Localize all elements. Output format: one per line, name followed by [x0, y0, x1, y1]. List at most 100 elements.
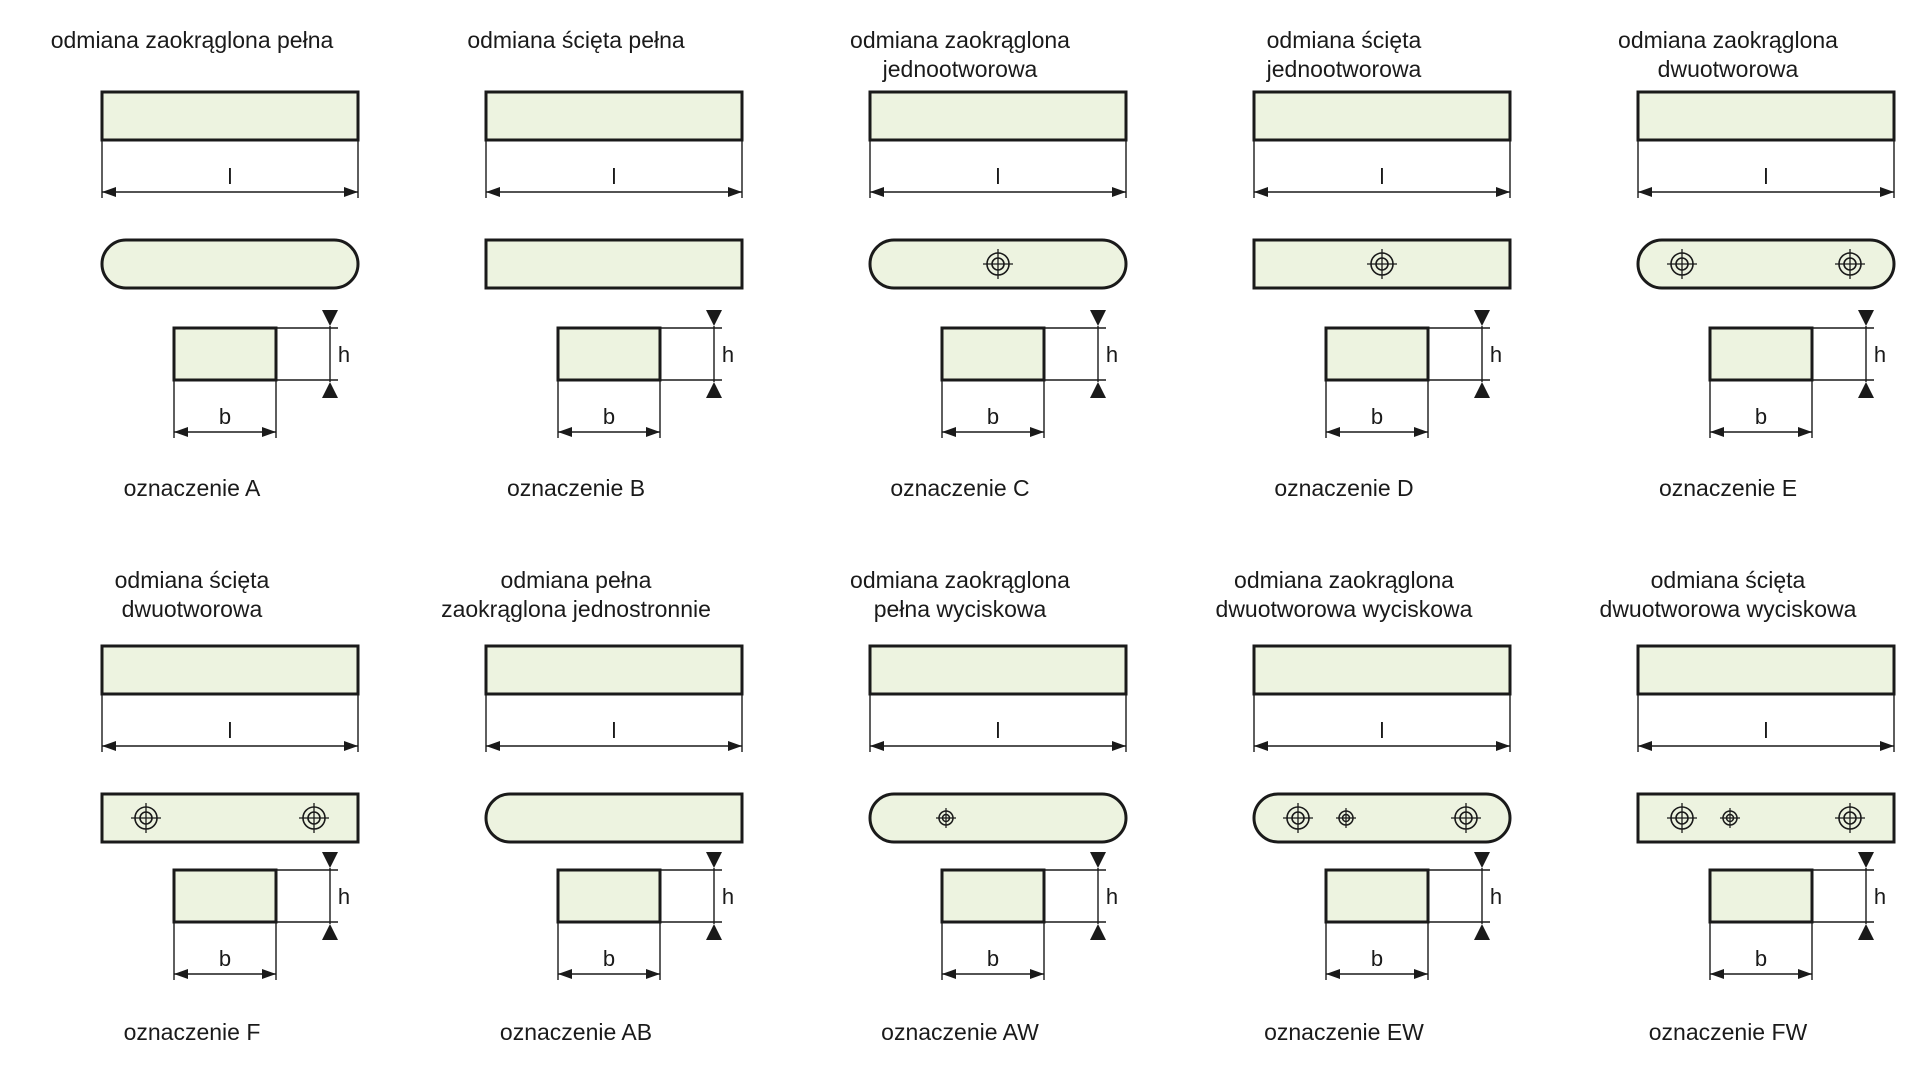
dimension-arrowhead [646, 427, 660, 437]
key-front-view [100, 644, 360, 696]
dimension-arrowhead [1326, 969, 1340, 979]
width-label: b [987, 946, 999, 971]
variant-designation: oznaczenie AB [499, 1019, 653, 1045]
variant-drawing: lhb [484, 90, 744, 438]
dimension-arrowhead [1858, 924, 1874, 940]
key-cross-section [1324, 868, 1430, 924]
key-top-view [1636, 238, 1896, 290]
dimension-arrowhead [1474, 852, 1490, 868]
height-label: h [722, 342, 734, 367]
variant-title: odmiana pełna zaokrąglona jednostronnie [441, 567, 711, 622]
dimension-arrowhead [706, 310, 722, 326]
length-label: l [612, 718, 617, 743]
dimension-arrowhead [1858, 310, 1874, 326]
jacking-hole-icon [1336, 808, 1356, 828]
key-front-view [1252, 644, 1512, 696]
dimension-arrowhead [1030, 427, 1044, 437]
dimension-arrowhead [728, 741, 742, 751]
length-label: l [996, 164, 1001, 189]
length-label: l [996, 718, 1001, 743]
height-label: h [1874, 342, 1886, 367]
variant-designation: oznaczenie A [123, 475, 261, 501]
mounting-hole-icon [1835, 249, 1865, 279]
length-label: l [1380, 718, 1385, 743]
dimension-arrowhead [1710, 427, 1724, 437]
width-label: b [603, 946, 615, 971]
dimension-arrowhead [344, 187, 358, 197]
variant-drawing: lhb [100, 644, 360, 980]
dimension-arrowhead [1798, 427, 1812, 437]
dimension-arrowhead [174, 427, 188, 437]
height-label: h [1490, 342, 1502, 367]
dimension-arrowhead [1326, 427, 1340, 437]
variant-drawing: lhb [1252, 644, 1512, 980]
variant-title: odmiana zaokrąglona pełna wyciskowa [850, 567, 1070, 622]
dimension-arrowhead [1414, 969, 1428, 979]
dimension-arrowhead [1496, 187, 1510, 197]
key-front-view [868, 90, 1128, 142]
variant-title: odmiana ścięta dwuotworowa wyciskowa [1599, 567, 1857, 622]
dimension-arrowhead [1496, 741, 1510, 751]
mounting-hole-icon [1667, 803, 1697, 833]
dimension-arrowhead [1112, 187, 1126, 197]
dimension-arrowhead [1858, 852, 1874, 868]
width-label: b [1755, 404, 1767, 429]
key-cross-section [940, 868, 1046, 924]
width-label: b [987, 404, 999, 429]
key-top-view [1252, 792, 1512, 844]
jacking-hole-icon [1720, 808, 1740, 828]
dimension-arrowhead [1880, 187, 1894, 197]
variant-designation: oznaczenie FW [1648, 1019, 1808, 1045]
length-label: l [1764, 718, 1769, 743]
height-label: h [1490, 884, 1502, 909]
key-front-view [1636, 644, 1896, 696]
variant-designation: oznaczenie B [506, 475, 646, 501]
dimension-arrowhead [1798, 969, 1812, 979]
jacking-hole-icon [936, 808, 956, 828]
dimension-arrowhead [1474, 310, 1490, 326]
variant-title: odmiana ścięta pełna [467, 27, 685, 53]
dimension-arrowhead [486, 741, 500, 751]
mounting-hole-icon [1451, 803, 1481, 833]
dimension-arrowhead [1090, 310, 1106, 326]
variant-card-ab: odmiana pełna zaokrąglona jednostronnie … [384, 540, 768, 1080]
mounting-hole-icon [1835, 803, 1865, 833]
variant-drawing: lhb [1636, 644, 1896, 980]
key-cross-section [1324, 326, 1430, 382]
dimension-arrowhead [102, 741, 116, 751]
dimension-arrowhead [1254, 741, 1268, 751]
key-top-view [868, 792, 1128, 844]
dimension-arrowhead [322, 852, 338, 868]
variant-title: odmiana ścięta jednootworowa [1266, 27, 1422, 82]
variant-drawing: lhb [1252, 90, 1512, 438]
dimension-arrowhead [322, 382, 338, 398]
key-front-view [1636, 90, 1896, 142]
height-label: h [1106, 884, 1118, 909]
key-cross-section [1708, 326, 1814, 382]
dimension-arrowhead [322, 310, 338, 326]
dimension-arrowhead [1858, 382, 1874, 398]
dimension-arrowhead [1474, 924, 1490, 940]
dimension-arrowhead [1414, 427, 1428, 437]
height-label: h [1106, 342, 1118, 367]
dimension-arrowhead [942, 427, 956, 437]
variant-drawing: l h b [868, 90, 1128, 438]
height-label: h [1874, 884, 1886, 909]
variant-designation: oznaczenie EW [1264, 1019, 1424, 1045]
dimension-arrowhead [1112, 741, 1126, 751]
variant-title: odmiana ścięta dwuotworowa [114, 567, 270, 622]
key-cross-section [172, 868, 278, 924]
key-top-view [484, 238, 744, 290]
variant-drawing: lhb [1636, 90, 1896, 438]
dimension-arrowhead [1638, 187, 1652, 197]
variant-designation: oznaczenie C [890, 475, 1030, 501]
variant-title: odmiana zaokrąglona dwuotworowa [1618, 27, 1838, 82]
length-label: l [228, 164, 233, 189]
